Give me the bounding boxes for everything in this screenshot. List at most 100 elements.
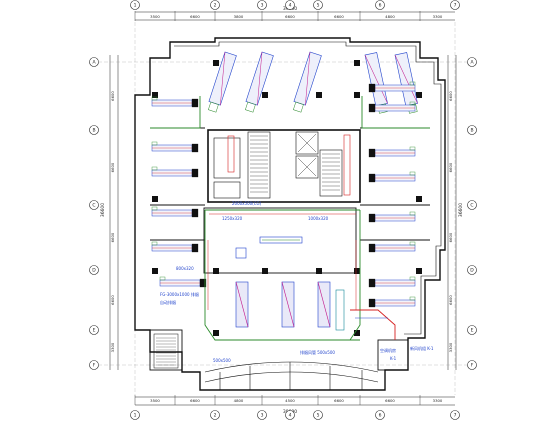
building-inner-outline xyxy=(174,41,442,335)
vertical-riser-ducts xyxy=(227,134,351,196)
axis-label: E xyxy=(93,328,96,334)
axis-label: 7 xyxy=(454,413,457,419)
axis-bubble xyxy=(313,0,323,10)
dimension-text: 3800 xyxy=(234,14,244,19)
dimension-text: 6600 xyxy=(448,91,453,101)
dimension-text: 3300 xyxy=(448,342,453,352)
dimension-text: 6600 xyxy=(285,14,295,19)
fan-coil-unit xyxy=(368,146,416,158)
axis-bubble xyxy=(450,0,460,10)
fan-coil-unit xyxy=(368,101,416,113)
air-handling-unit xyxy=(293,51,322,113)
axis-label: C xyxy=(92,203,95,209)
dimension-text: 6600 xyxy=(334,398,344,403)
right-total-dim: 36600 xyxy=(458,203,464,217)
left-total-dim: 36600 xyxy=(100,203,106,217)
dimension-text: 3300 xyxy=(433,14,443,19)
fan-coil-unit xyxy=(368,276,416,288)
fan-coil-unit xyxy=(368,81,416,93)
axis-label: 3 xyxy=(261,413,264,419)
axis-label: D xyxy=(470,268,474,274)
axis-label: 2 xyxy=(214,413,217,419)
dimension-text: 6600 xyxy=(385,398,395,403)
axis-label: 2 xyxy=(214,3,217,9)
fan-coil-unit xyxy=(368,241,416,253)
right-box-sub: K-1 xyxy=(390,356,397,361)
dimension-text: 6600 xyxy=(448,232,453,242)
dimension-text: 6600 xyxy=(190,14,200,19)
dimension-text: 3500 xyxy=(150,14,160,19)
stair-treads xyxy=(250,135,340,193)
right-dimension-texts: 6600 6600 6600 6600 3300 xyxy=(448,91,453,353)
duct-label-core-bottom: 2000x500(CG) xyxy=(232,201,262,206)
dimension-text: 4800 xyxy=(385,14,395,19)
building-outline xyxy=(134,37,446,391)
axis-bubble xyxy=(89,200,99,210)
axis-label: B xyxy=(470,128,473,134)
duct-label-mid-right: 1000x320 xyxy=(308,216,329,221)
bottom-note: 排烟风管 500x500 xyxy=(300,349,335,355)
main-ducts xyxy=(150,96,430,341)
axis-bubble xyxy=(257,0,267,10)
row-axis-bubbles-right: A B C D E F xyxy=(467,57,477,370)
axis-bubble xyxy=(89,125,99,135)
dimension-text: 4500 xyxy=(285,398,295,403)
dimension-text: 3300 xyxy=(433,398,443,403)
top-air-handling-units xyxy=(208,51,418,114)
drawing-annotations: 1250x320 1000x320 800x320 500x500 2000x5… xyxy=(160,201,434,363)
axis-label: C xyxy=(470,203,473,209)
dimension-text: 6600 xyxy=(110,91,115,101)
dimension-text: 6600 xyxy=(334,14,344,19)
axis-label: 6 xyxy=(379,3,382,9)
axis-bubble xyxy=(375,0,385,10)
fan-coil-unit xyxy=(151,206,199,218)
air-handling-unit xyxy=(394,52,418,114)
bottom-left-stair xyxy=(153,333,179,369)
axis-label: 4 xyxy=(289,3,292,9)
axis-bubble xyxy=(467,125,477,135)
air-handling-unit xyxy=(245,51,274,113)
central-duct-units xyxy=(235,236,345,331)
axis-label: 1 xyxy=(134,3,137,9)
axis-label: F xyxy=(93,363,96,369)
axis-label: 3 xyxy=(261,3,264,9)
building-core xyxy=(207,129,361,203)
dimension-text: 6600 xyxy=(448,162,453,172)
fan-coil-units xyxy=(151,81,416,308)
axis-bubble xyxy=(285,0,295,10)
axis-label: 1 xyxy=(134,413,137,419)
fan-coil-unit xyxy=(151,141,199,153)
fan-coil-unit xyxy=(368,296,416,308)
fan-coil-unit xyxy=(151,241,199,253)
right-box-label: 空调机房 xyxy=(380,347,396,353)
bottom-left-stair-treads xyxy=(156,337,176,366)
fan-coil-unit xyxy=(151,166,199,178)
duct-label-bottom: 500x500 xyxy=(213,358,231,363)
dimension-text: 4800 xyxy=(234,398,244,403)
axis-label: E xyxy=(471,328,474,334)
dimension-text: 6600 xyxy=(448,295,453,305)
axis-label: 7 xyxy=(454,3,457,9)
axis-label: 5 xyxy=(317,413,320,419)
axis-label: A xyxy=(92,60,96,66)
axis-bubble xyxy=(89,325,99,335)
air-handling-unit xyxy=(208,51,237,113)
left-note-2: 自动排烟 xyxy=(160,299,176,305)
dimension-text: 3300 xyxy=(110,342,115,352)
axis-label: 6 xyxy=(379,413,382,419)
axis-bubble xyxy=(210,0,220,10)
axis-bubble xyxy=(130,0,140,10)
bottom-lobby xyxy=(204,361,379,390)
air-handling-unit xyxy=(364,52,388,114)
top-dimension-texts: 3500 6600 3800 6600 6600 4800 3300 xyxy=(134,11,443,21)
axis-label: A xyxy=(470,60,474,66)
axis-label: F xyxy=(471,363,474,369)
fan-coil-unit xyxy=(368,171,416,183)
axis-label: B xyxy=(92,128,95,134)
duct-label-mid-left: 1250x320 xyxy=(222,216,243,221)
dimension-text: 6600 xyxy=(190,398,200,403)
